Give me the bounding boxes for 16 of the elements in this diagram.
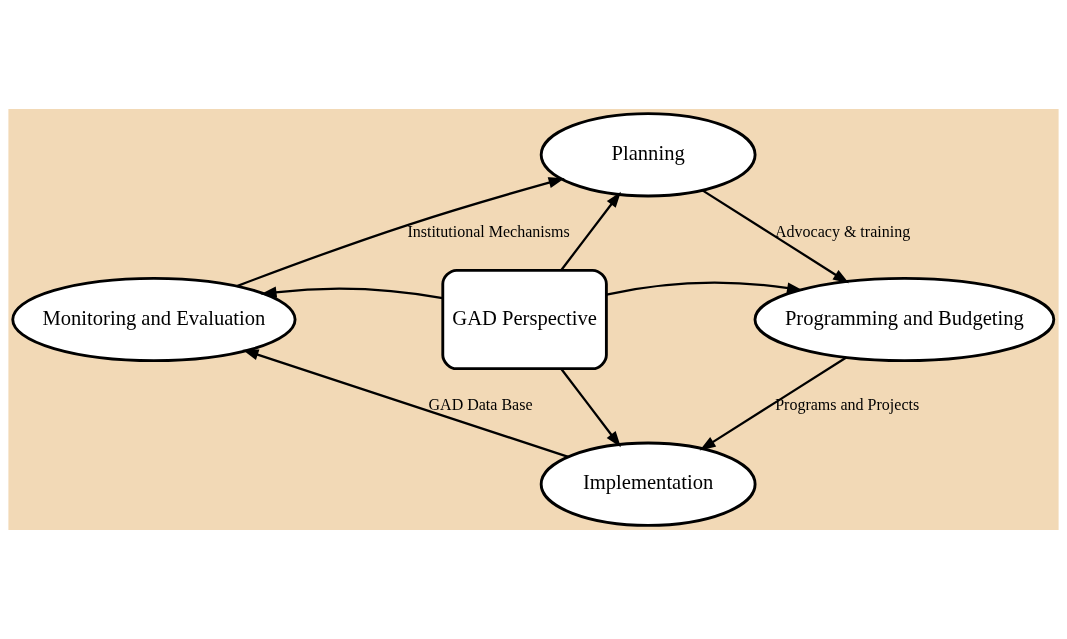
- arrow: [606, 281, 804, 296]
- arrow: [236, 177, 565, 288]
- node-ellipse: Planning: [539, 112, 757, 198]
- arrow: [260, 286, 443, 300]
- edge-label: GAD Data Base: [428, 396, 533, 414]
- arrow: [701, 189, 850, 284]
- arrow: [560, 368, 621, 448]
- node-box: GAD Perspective: [441, 268, 608, 371]
- arrow: [242, 349, 569, 458]
- edge-label: Programs and Projects: [775, 396, 920, 414]
- edge-label: Institutional Mechanisms: [407, 223, 570, 241]
- node-ellipse: Programming and Budgeting: [753, 276, 1056, 363]
- node-ellipse: Implementation: [539, 441, 757, 527]
- edge-label: Advocacy & training: [775, 223, 911, 241]
- arrow: [560, 191, 621, 271]
- arrow: [699, 356, 847, 451]
